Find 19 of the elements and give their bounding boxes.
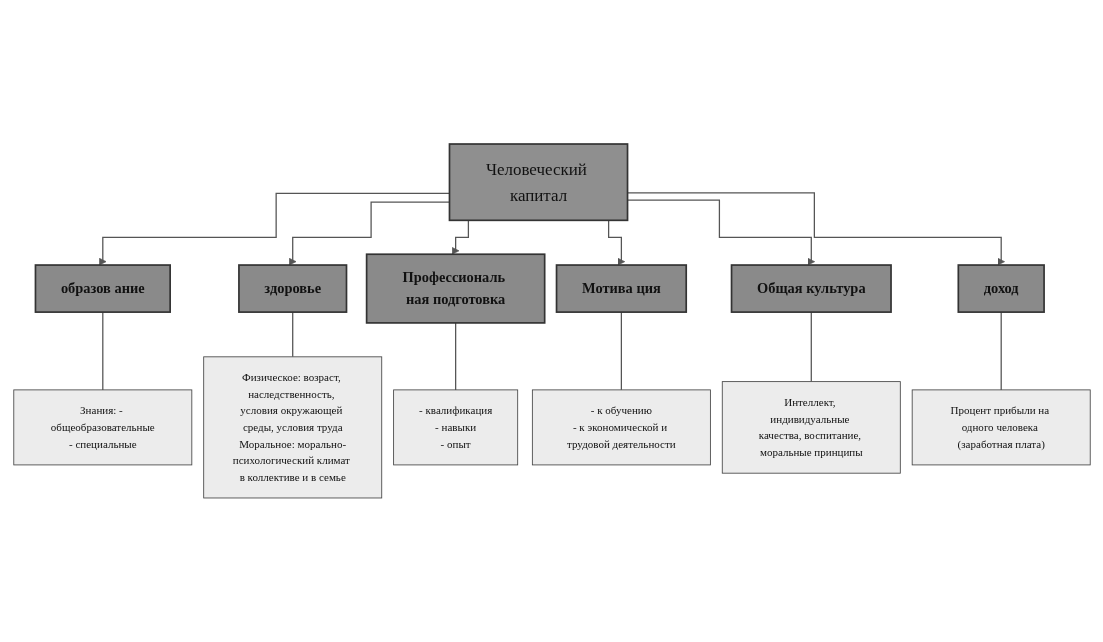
node-box: Человеческий капитал xyxy=(448,143,628,222)
node-box: образов ание xyxy=(34,264,171,313)
node-box: - к обучению - к экономической и трудовой деятельности xyxy=(531,389,711,466)
node-box: Мотива ция xyxy=(555,264,687,313)
node-box: здоровье xyxy=(237,264,347,313)
node-box: Физическое: возраст, наследственность, условия окружающей среды, условия труда Моральное: морально-психологический климат в коллективе и в семье xyxy=(202,356,382,499)
connector xyxy=(291,311,293,358)
node-box: Профессиональ ная подготовка xyxy=(365,253,545,324)
connector xyxy=(620,311,622,391)
node-box: Общая культура xyxy=(730,264,892,313)
connector xyxy=(101,311,103,391)
connector xyxy=(1000,311,1002,391)
connector xyxy=(810,311,812,383)
node-box: - квалификация - навыки - опыт xyxy=(392,389,518,466)
connector xyxy=(454,322,456,391)
node-box: доход xyxy=(956,264,1045,313)
node-box: Интеллект, индивидуальные качества, воспитание, моральные принципы xyxy=(721,381,901,474)
node-box: Процент прибыли на одного человека (заработная плата) xyxy=(911,389,1091,466)
node-box: Знания: - общеобразовательные - специальные xyxy=(12,389,192,466)
